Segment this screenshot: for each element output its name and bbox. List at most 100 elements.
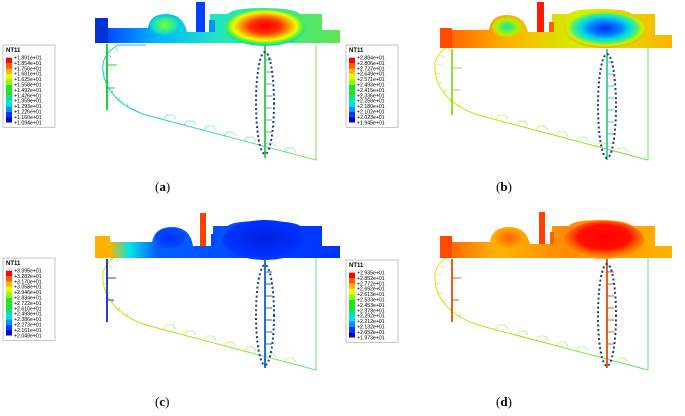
- legend-swatch: [349, 288, 355, 295]
- legend-value: +1.094e+01: [14, 120, 42, 126]
- legend-value: +1.945e+01: [357, 120, 385, 126]
- legend-value: +1.226e+01: [14, 110, 42, 116]
- legend-title: NT11: [6, 261, 21, 267]
- legend-value: +2.415e+01: [357, 88, 385, 94]
- legend-value: +1.625e+01: [14, 77, 42, 83]
- legend-swatch: [6, 330, 12, 336]
- legend-swatch: [6, 303, 12, 309]
- legend-value: +2.571e+01: [357, 77, 385, 83]
- legend-swatch: [6, 63, 12, 69]
- legend-swatch: [6, 79, 12, 85]
- legend-swatch: [349, 326, 355, 333]
- legend-value: +3.282e+01: [14, 274, 42, 280]
- highlight-ellipse: [597, 263, 617, 367]
- legend-swatch: [6, 324, 12, 331]
- highlight-ellipse: [597, 53, 617, 159]
- legend-swatch: [349, 90, 355, 96]
- legend-value: +2.533e+01: [357, 298, 385, 304]
- legend-swatch: [349, 294, 355, 300]
- legend-swatch: [6, 270, 12, 277]
- legend-value: +2.806e+01: [357, 61, 385, 67]
- legend-c: NT11+3.395e+01+3.282e+01+3.170e+01+3.058…: [2, 257, 56, 341]
- legend-value: +1.426e+01: [14, 93, 42, 99]
- legend-swatch: [6, 308, 12, 314]
- caption-a: (a): [155, 179, 170, 194]
- legend-value: +2.649e+01: [357, 72, 385, 78]
- caption-d: (d): [496, 394, 512, 409]
- legend-value: +2.102e+01: [357, 110, 385, 116]
- legend-value: +3.395e+01: [14, 269, 42, 275]
- legend-title: NT11: [349, 263, 364, 269]
- legend-value: +2.935e+01: [357, 271, 385, 277]
- legend-swatch: [349, 106, 355, 112]
- legend-value: +2.023e+01: [357, 115, 385, 121]
- legend-swatch: [349, 63, 355, 69]
- legend-value: +2.161e+01: [14, 328, 42, 334]
- legend-swatch: [349, 332, 355, 338]
- legend-value: +2.493e+01: [357, 83, 385, 89]
- legend-value: +1.359e+01: [14, 99, 42, 105]
- legend-value: +2.180e+01: [357, 104, 385, 110]
- panel-b: [434, 2, 672, 161]
- legend-value: +2.498e+01: [14, 312, 42, 318]
- legend-swatch: [6, 95, 12, 101]
- highlight-ellipse: [255, 51, 275, 155]
- legend-value: +2.258e+01: [357, 99, 385, 105]
- legend-value: +3.170e+01: [14, 279, 42, 285]
- legend-swatch: [349, 84, 355, 91]
- legend-value: +1.750e+01: [14, 66, 42, 72]
- legend-swatch: [6, 313, 12, 320]
- caption-c: (c): [155, 394, 169, 409]
- legend-swatch: [349, 57, 355, 64]
- legend-a: NT11+1.891e+01+1.854e+01+1.750e+01+1.681…: [2, 44, 56, 128]
- legend-value: +2.727e+01: [357, 66, 385, 72]
- legend-swatch: [349, 278, 355, 284]
- legend-value: +1.160e+01: [14, 115, 42, 121]
- legend-value: +2.692e+01: [357, 287, 385, 293]
- legend-value: +2.373e+01: [357, 308, 385, 314]
- legend-swatch: [6, 100, 12, 107]
- legend-value: +2.336e+01: [357, 93, 385, 99]
- legend-swatch: [6, 292, 12, 298]
- panel-d: [434, 212, 672, 371]
- legend-value: +1.973e+01: [357, 335, 385, 341]
- legend-swatch: [349, 299, 355, 306]
- legend-swatch: [6, 286, 12, 293]
- panel-a: [95, 2, 340, 161]
- legend-value: +2.052e+01: [357, 330, 385, 336]
- legend-swatch: [349, 321, 355, 327]
- legend-value: +2.884e+01: [357, 56, 385, 62]
- legend-swatch: [6, 117, 12, 123]
- legend-swatch: [6, 106, 12, 112]
- legend-swatch: [349, 272, 355, 279]
- legend-swatch: [6, 68, 12, 74]
- legend-value: +2.946e+01: [14, 290, 42, 296]
- legend-swatch: [349, 79, 355, 85]
- legend-swatch: [349, 117, 355, 123]
- legend-value: +2.852e+01: [357, 276, 385, 282]
- legend-swatch: [6, 276, 12, 282]
- highlight-ellipse: [255, 264, 275, 366]
- legend-d: NT11 +2.935e+01+2.852e+01+2.772e+01+2.692…: [345, 259, 399, 343]
- legend-value: +1.681e+01: [14, 72, 42, 78]
- legend-swatch: [349, 310, 355, 316]
- legend-value: +2.610e+01: [14, 306, 42, 312]
- legend-value: +1.891e+01: [14, 56, 42, 62]
- legend-swatch: [349, 283, 355, 289]
- legend-swatch: [6, 281, 12, 287]
- legend-swatch: [6, 73, 12, 80]
- legend-value: +2.292e+01: [357, 314, 385, 320]
- legend-swatch: [349, 73, 355, 80]
- legend-swatch: [349, 305, 355, 311]
- legend-swatch: [6, 111, 12, 118]
- legend-value: +2.386e+01: [14, 317, 42, 323]
- legend-value: +2.613e+01: [357, 292, 385, 298]
- panel-c: [95, 213, 340, 371]
- legend-value: +2.212e+01: [357, 319, 385, 325]
- legend-swatch: [6, 90, 12, 96]
- legend-title: NT11: [349, 48, 364, 54]
- legend-value: +2.772e+01: [357, 281, 385, 287]
- legend-b: NT11 +2.884e+01+2.806e+01+2.727e+01+2.649…: [345, 44, 399, 128]
- legend-swatch: [6, 57, 12, 64]
